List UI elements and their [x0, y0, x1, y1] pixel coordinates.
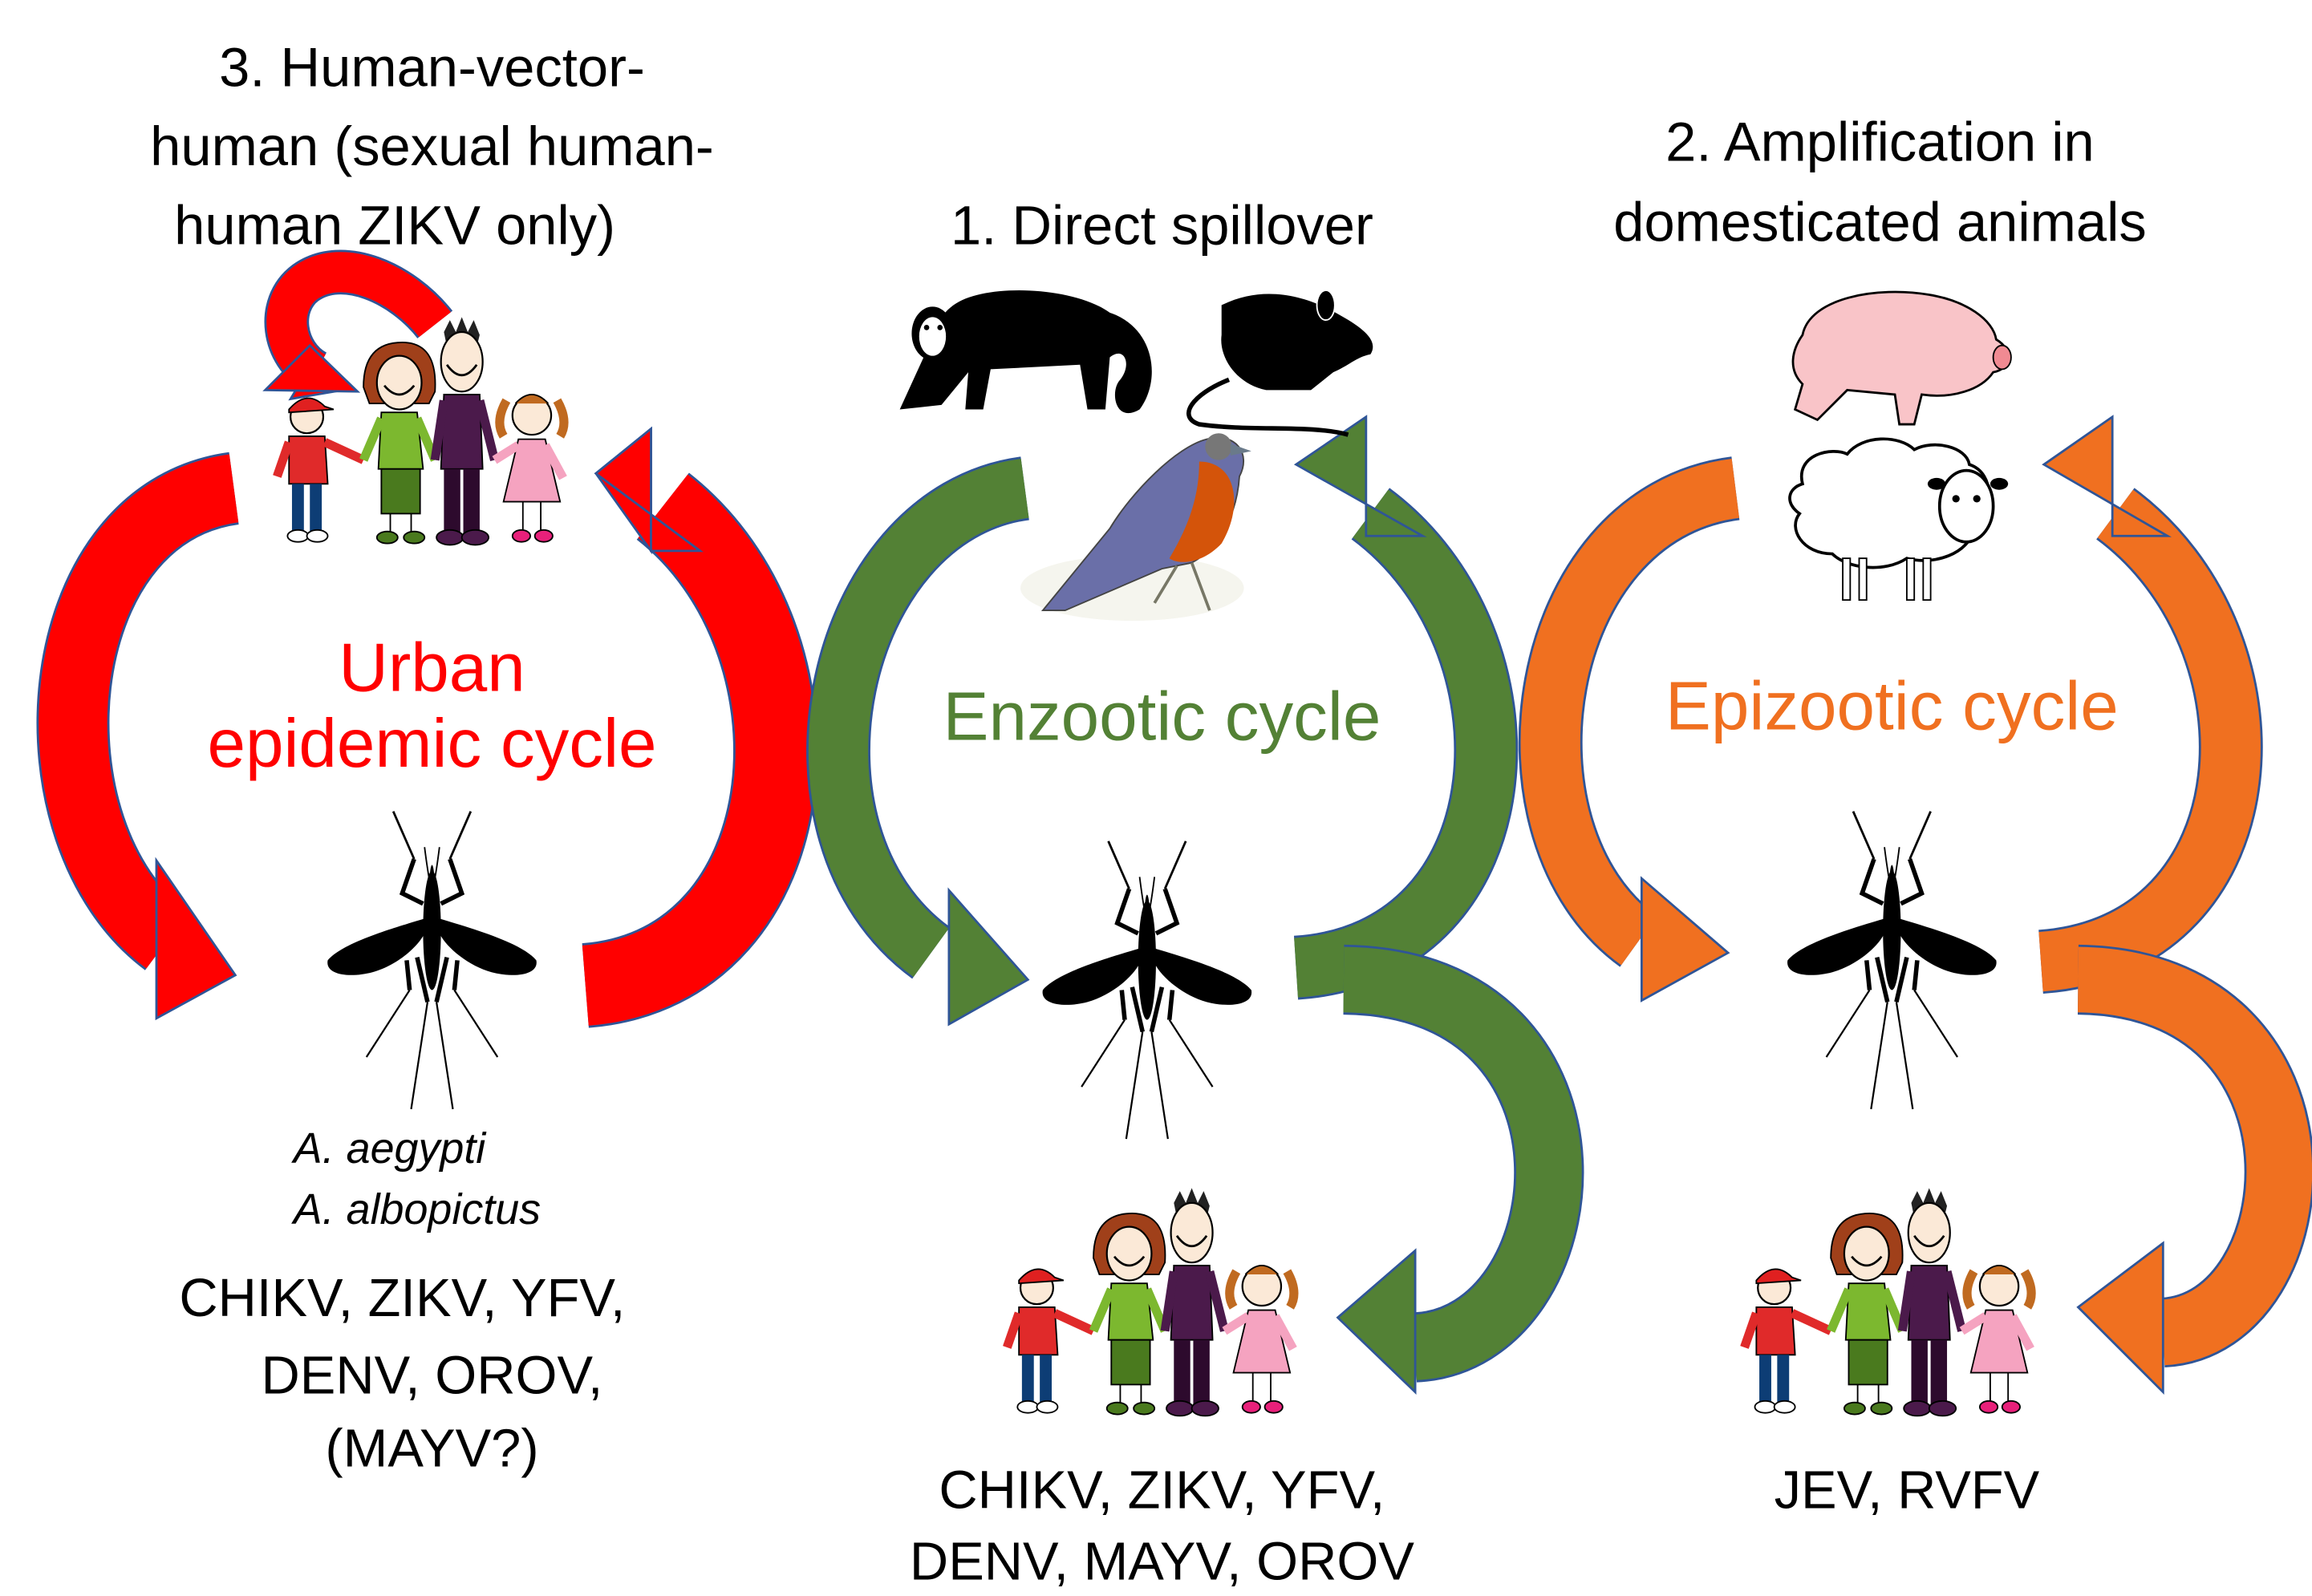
heading-line: 3. Human-vector-: [219, 37, 645, 99]
virus-line: CHIKV, ZIKV, YFV,: [179, 1269, 625, 1328]
heading-line: domesticated animals: [1613, 192, 2146, 253]
enzootic-arrow-to-humans: [1336, 944, 1584, 1395]
virus-list-urban: CHIKV, ZIKV, YFV, DENV, OROV, (MAYV?): [179, 1269, 625, 1478]
heading-direct-spillover: 1. Direct spillover: [951, 194, 1373, 256]
sheep-icon: [1788, 437, 2009, 602]
enzootic-arrow-left: [806, 456, 1031, 1027]
vector-species: A. aegypti A. albopictus: [291, 1124, 541, 1233]
urban-arrow-right: [581, 426, 818, 1028]
cycle-label-line: epidemic cycle: [207, 706, 656, 782]
rat-icon: [1186, 290, 1373, 437]
species-name: A. aegypti: [291, 1124, 487, 1173]
heading-amplification: 2. Amplification in domesticated animals: [1613, 111, 2146, 253]
heading-line: 1. Direct spillover: [951, 194, 1373, 256]
species-name: A. albopictus: [291, 1185, 541, 1233]
virus-line: JEV, RVFV: [1775, 1460, 2040, 1520]
virus-line: DENV, MAYV, OROV: [910, 1533, 1414, 1592]
heading-line: 2. Amplification in: [1665, 111, 2095, 172]
epizootic-arrow-right: [2038, 415, 2263, 994]
mosquito-icon: [1787, 812, 1997, 1109]
bird-icon: [1020, 433, 1251, 622]
mosquito-icon: [1043, 841, 1252, 1139]
human-human-loop-arrow: [262, 249, 453, 401]
cycle-label-enzootic: Enzootic cycle: [943, 679, 1381, 755]
human-family-icon: [1744, 1188, 2031, 1416]
pig-icon: [1791, 290, 2012, 426]
cycle-label-line: Urban: [339, 630, 525, 706]
cycle-label-line: Epizootic cycle: [1665, 669, 2119, 745]
cycle-label-urban: Urban epidemic cycle: [207, 630, 656, 782]
monkey-icon: [899, 290, 1152, 414]
cycle-label-line: Enzootic cycle: [943, 679, 1381, 755]
cycle-label-epizootic: Epizootic cycle: [1665, 669, 2119, 745]
virus-list-epizootic: JEV, RVFV: [1775, 1460, 2040, 1520]
heading-line: human (sexual human-: [150, 115, 714, 177]
virus-line: CHIKV, ZIKV, YFV,: [939, 1460, 1385, 1520]
epizootic-arrow-left: [1518, 456, 1741, 1003]
virus-line: DENV, OROV,: [262, 1347, 603, 1406]
urban-arrow-left: [36, 452, 241, 1021]
heading-line: human ZIKV only): [174, 194, 615, 256]
heading-human-vector-human: 3. Human-vector- human (sexual human- hu…: [150, 37, 714, 257]
virus-list-enzootic: CHIKV, ZIKV, YFV, DENV, MAYV, OROV: [910, 1460, 1414, 1591]
epizootic-arrow-to-humans: [2076, 944, 2312, 1395]
mosquito-icon: [327, 812, 537, 1109]
virus-line: (MAYV?): [325, 1420, 538, 1479]
human-family-icon: [1007, 1188, 1294, 1416]
